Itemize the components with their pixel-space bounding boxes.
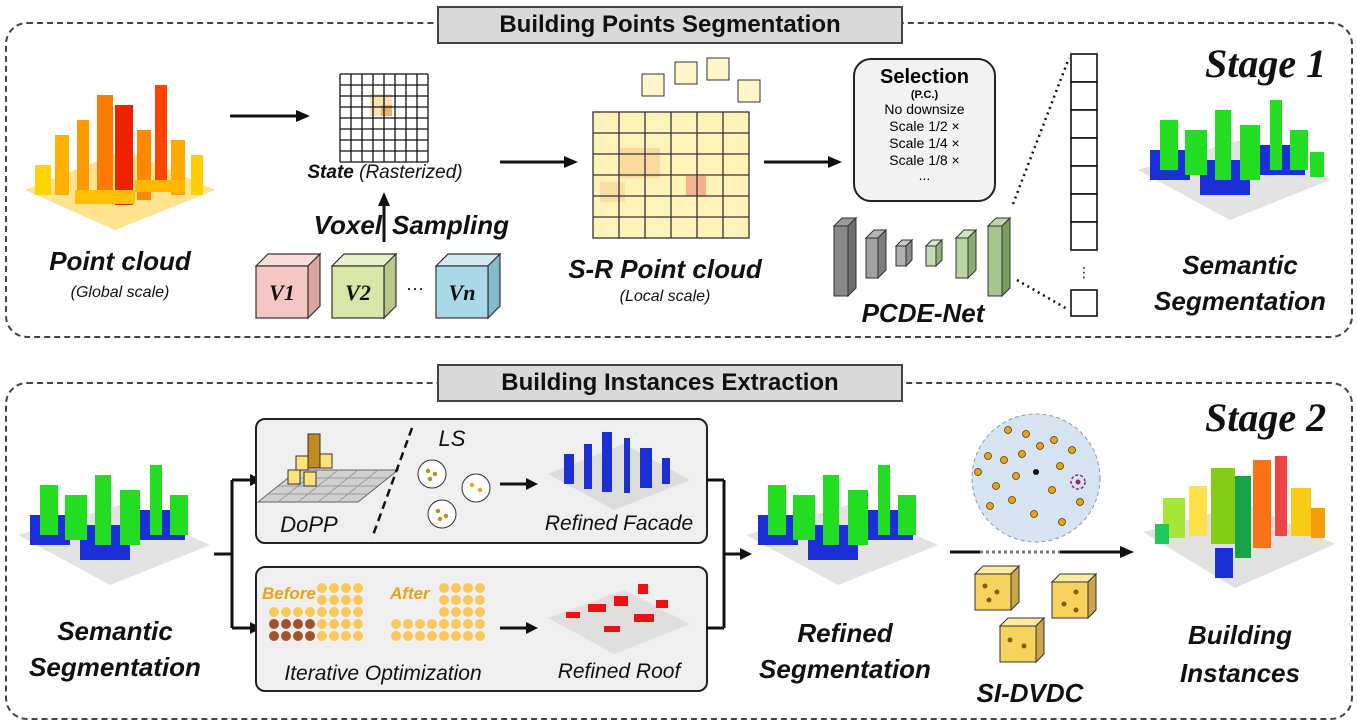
- state-label-rest: (Rasterized): [359, 162, 463, 183]
- selection-option: Scale 1/8 ×: [889, 152, 960, 168]
- sidvdc-label: SI-DVDC: [976, 678, 1084, 708]
- arrow-to-facade: [500, 478, 538, 490]
- refined-segmentation-label-1: Refined: [797, 618, 893, 648]
- selection-option: Scale 1/4 ×: [889, 135, 960, 151]
- dopp-diagram: [256, 433, 400, 503]
- sr-point-cloud-label: S-R Point cloud: [568, 254, 762, 284]
- selection-title: Selection: [880, 66, 969, 88]
- sr-point-cloud-grid: [592, 57, 761, 239]
- iterative-optimization-label: Iterative Optimization: [284, 662, 482, 685]
- output-vector: ⋮: [1011, 53, 1098, 317]
- sidvdc-cube-2: [1050, 572, 1098, 620]
- voxel-v1-label: V1: [269, 280, 295, 305]
- pcde-net-label: PCDE-Net: [861, 298, 985, 328]
- refined-segmentation-image: [746, 465, 938, 585]
- branch-connector-right: [706, 478, 752, 630]
- sidvdc-cube-1: [973, 564, 1021, 612]
- refined-facade-image: [548, 432, 690, 510]
- point-cloud-sublabel: (Global scale): [70, 284, 170, 301]
- pcde-net-diagram: [832, 216, 1012, 298]
- sidvdc-points-circle: [971, 413, 1101, 543]
- dopp-label: DoPP: [280, 512, 338, 537]
- voxel-cube-v2: [330, 252, 398, 320]
- stage1-semantic-label-2: Segmentation: [1154, 286, 1326, 316]
- voxel-vn-label: Vn: [448, 280, 476, 305]
- before-label: Before: [262, 584, 316, 603]
- after-label: After: [390, 584, 430, 603]
- state-label-bold: State: [307, 162, 354, 183]
- refined-roof-label: Refined Roof: [557, 660, 681, 683]
- ls-label: LS: [438, 426, 466, 451]
- voxel-v2-label: V2: [345, 280, 371, 305]
- sampling-label: Sampling: [392, 210, 510, 240]
- sidvdc-cube-3: [998, 616, 1046, 664]
- building-instances-label-1: Building: [1188, 620, 1292, 650]
- stage-1-label: Stage 1: [1205, 41, 1327, 86]
- stage-1-section-title: Building Points Segmentation: [437, 6, 903, 44]
- sampling-arrow-up: [378, 192, 390, 242]
- refined-segmentation-label-2: Segmentation: [759, 654, 931, 684]
- stage1-semantic-image: [1138, 100, 1330, 220]
- global-point-cloud-image: [25, 85, 215, 230]
- selection-option: Scale 1/2 ×: [889, 118, 960, 134]
- selection-box: Selection (P.C.) No downsize Scale 1/2 ×…: [853, 58, 996, 202]
- voxel-label: Voxel: [313, 210, 382, 240]
- before-after-diagram: [269, 583, 485, 641]
- voxel-ellipsis: ···: [406, 278, 424, 298]
- dopp-divider: [370, 427, 414, 539]
- arrow-right-3: [764, 156, 842, 168]
- stage2-semantic-label-1: Semantic: [57, 616, 173, 646]
- stage1-semantic-label-1: Semantic: [1182, 250, 1298, 280]
- sidvdc-arrow: [950, 546, 1134, 558]
- selection-option: ...: [918, 167, 931, 183]
- stage2-semantic-label-2: Segmentation: [29, 652, 201, 682]
- sr-point-cloud-sublabel: (Local scale): [619, 288, 711, 305]
- voxel-cube-vn: [434, 252, 502, 320]
- arrow-to-roof: [500, 622, 538, 634]
- stage-2-section-title: Building Instances Extraction: [437, 364, 903, 402]
- stage2-semantic-image: [18, 465, 210, 585]
- building-instances-image: [1143, 456, 1335, 588]
- svg-text:⋮: ⋮: [1077, 265, 1091, 281]
- refined-facade-label: Refined Facade: [544, 512, 694, 535]
- point-cloud-label: Point cloud: [49, 246, 191, 276]
- voxel-cube-v1: [254, 252, 322, 320]
- selection-option: No downsize: [884, 101, 965, 117]
- state-label: State (Rasterized): [280, 162, 490, 184]
- refined-roof-image: [548, 584, 690, 654]
- arrow-right-1: [230, 110, 310, 122]
- stage-2-label: Stage 2: [1205, 395, 1327, 440]
- rasterized-grid: [339, 73, 429, 163]
- ls-circles: [417, 459, 491, 529]
- arrow-right-2: [500, 156, 578, 168]
- selection-subtitle: (P.C.): [910, 89, 939, 101]
- building-instances-label-2: Instances: [1180, 658, 1300, 688]
